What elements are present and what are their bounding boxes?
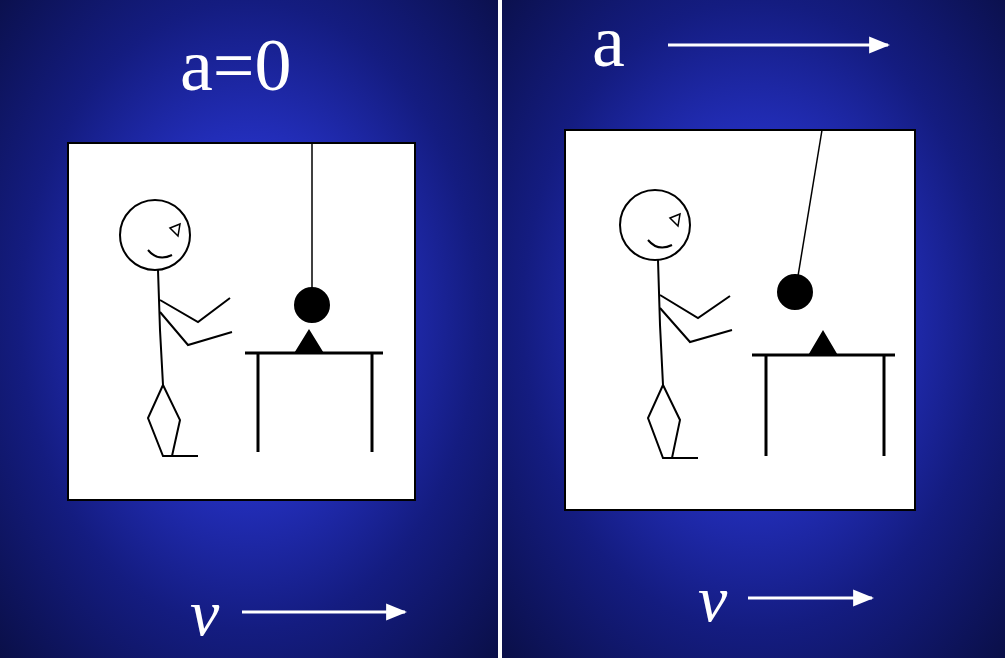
- velocity-label: v: [698, 566, 727, 632]
- velocity-arrow: [748, 597, 872, 600]
- divider-line: [498, 0, 502, 658]
- velocity-arrow: [242, 611, 405, 614]
- acceleration-label: a=0: [180, 28, 292, 102]
- left-scene: [68, 143, 415, 500]
- acceleration-arrow: [668, 44, 888, 47]
- right-scene: [565, 130, 915, 510]
- velocity-label: v: [190, 580, 219, 646]
- acceleration-label: a: [592, 4, 625, 78]
